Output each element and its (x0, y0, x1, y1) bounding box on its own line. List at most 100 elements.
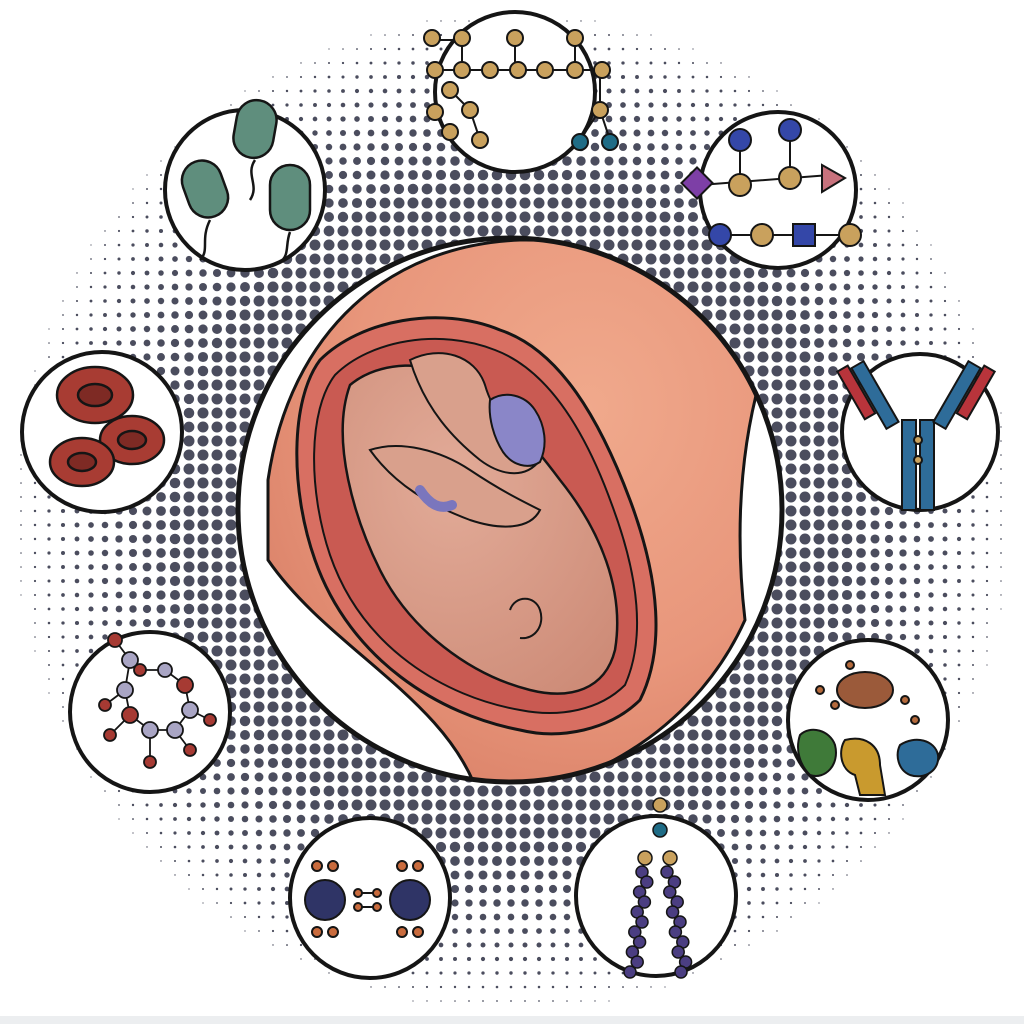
halftone-dot (323, 799, 335, 811)
halftone-dot (662, 102, 668, 108)
halftone-dot (211, 589, 223, 601)
halftone-dot (296, 800, 306, 810)
halftone-dot (650, 986, 652, 988)
halftone-dot (494, 942, 500, 948)
halftone-dot (547, 785, 559, 797)
halftone-dot (323, 757, 335, 769)
halftone-dot (88, 592, 94, 598)
halftone-dot (170, 618, 180, 628)
halftone-dot (813, 463, 825, 475)
halftone-dot (662, 116, 668, 122)
halftone-dot (972, 692, 974, 694)
halftone-dot (435, 197, 447, 209)
halftone-dot (202, 888, 204, 890)
halftone-dot (117, 789, 121, 793)
halftone-dot (689, 157, 697, 165)
halftone-dot (379, 225, 391, 237)
halftone-dot (915, 243, 919, 247)
halftone-dot (550, 942, 556, 948)
halftone-dot (505, 211, 517, 223)
halftone-dot (914, 340, 920, 346)
halftone-dot (687, 757, 699, 769)
halftone-dot (715, 295, 727, 307)
halftone-dot (33, 593, 37, 597)
halftone-dot (505, 225, 517, 237)
halftone-dot (130, 326, 136, 332)
halftone-dot (61, 663, 65, 667)
halftone-dot (143, 325, 151, 333)
halftone-dot (538, 1000, 540, 1002)
halftone-dot (227, 787, 235, 795)
halftone-dot (468, 1000, 470, 1002)
halftone-dot (701, 757, 713, 769)
halftone-dot (872, 298, 878, 304)
halftone-dot (407, 211, 419, 223)
halftone-dot (309, 239, 321, 251)
halftone-dot (267, 673, 279, 685)
halftone-dot (719, 89, 723, 93)
halftone-dot (424, 88, 430, 94)
halftone-dot (48, 328, 50, 330)
halftone-dot (799, 603, 811, 615)
halftone-dot (827, 505, 839, 517)
halftone-dot (662, 88, 668, 94)
halftone-dot (285, 929, 289, 933)
halftone-dot (61, 649, 65, 653)
halftone-dot (156, 548, 166, 558)
halftone-dot (548, 856, 558, 866)
halftone-dot (744, 786, 754, 796)
halftone-dot (958, 314, 960, 316)
halftone-dot (421, 197, 433, 209)
halftone-dot (214, 816, 220, 822)
halftone-dot (74, 536, 80, 542)
halftone-dot (730, 814, 740, 824)
halftone-dot (772, 744, 782, 754)
halftone-dot (885, 619, 893, 627)
halftone-dot (158, 270, 164, 276)
halftone-dot (957, 677, 961, 681)
halftone-dot (522, 928, 528, 934)
halftone-dot (75, 635, 79, 639)
halftone-dot (281, 673, 293, 685)
halftone-dot (197, 589, 209, 601)
halftone-dot (701, 281, 713, 293)
halftone-dot (928, 634, 934, 640)
halftone-dot (519, 211, 531, 223)
halftone-dot (757, 267, 769, 279)
halftone-dot (117, 243, 121, 247)
red-blood-cells-icon (48, 365, 166, 488)
halftone-dot (33, 481, 37, 485)
halftone-dot (745, 829, 753, 837)
halftone-dot (789, 901, 793, 905)
halftone-dot (156, 562, 166, 572)
halftone-dot (48, 664, 50, 666)
halftone-dot (494, 956, 500, 962)
halftone-dot (729, 337, 741, 349)
halftone-dot (943, 649, 947, 653)
halftone-dot (790, 916, 792, 918)
halftone-dot (985, 509, 989, 513)
halftone-dot (888, 188, 890, 190)
halftone-dot (240, 772, 250, 782)
halftone-dot (958, 706, 960, 708)
halftone-dot (887, 257, 891, 261)
halftone-dot (856, 604, 866, 614)
lipid-bead (637, 895, 652, 909)
halftone-dot (353, 157, 361, 165)
halftone-dot (575, 197, 587, 209)
halftone-dot (564, 956, 570, 962)
halftone-dot (873, 831, 877, 835)
halftone-dot (337, 281, 349, 293)
halftone-dot (605, 115, 613, 123)
halftone-dot (566, 1000, 568, 1002)
halftone-dot (341, 61, 345, 65)
halftone-dot (870, 590, 880, 600)
halftone-dot (295, 715, 307, 727)
halftone-dot (701, 267, 713, 279)
halftone-dot (352, 170, 362, 180)
halftone-dot (603, 785, 615, 797)
halftone-dot (61, 593, 65, 597)
halftone-dot (536, 956, 542, 962)
halftone-dot (1000, 538, 1002, 540)
halftone-dot (757, 631, 769, 643)
